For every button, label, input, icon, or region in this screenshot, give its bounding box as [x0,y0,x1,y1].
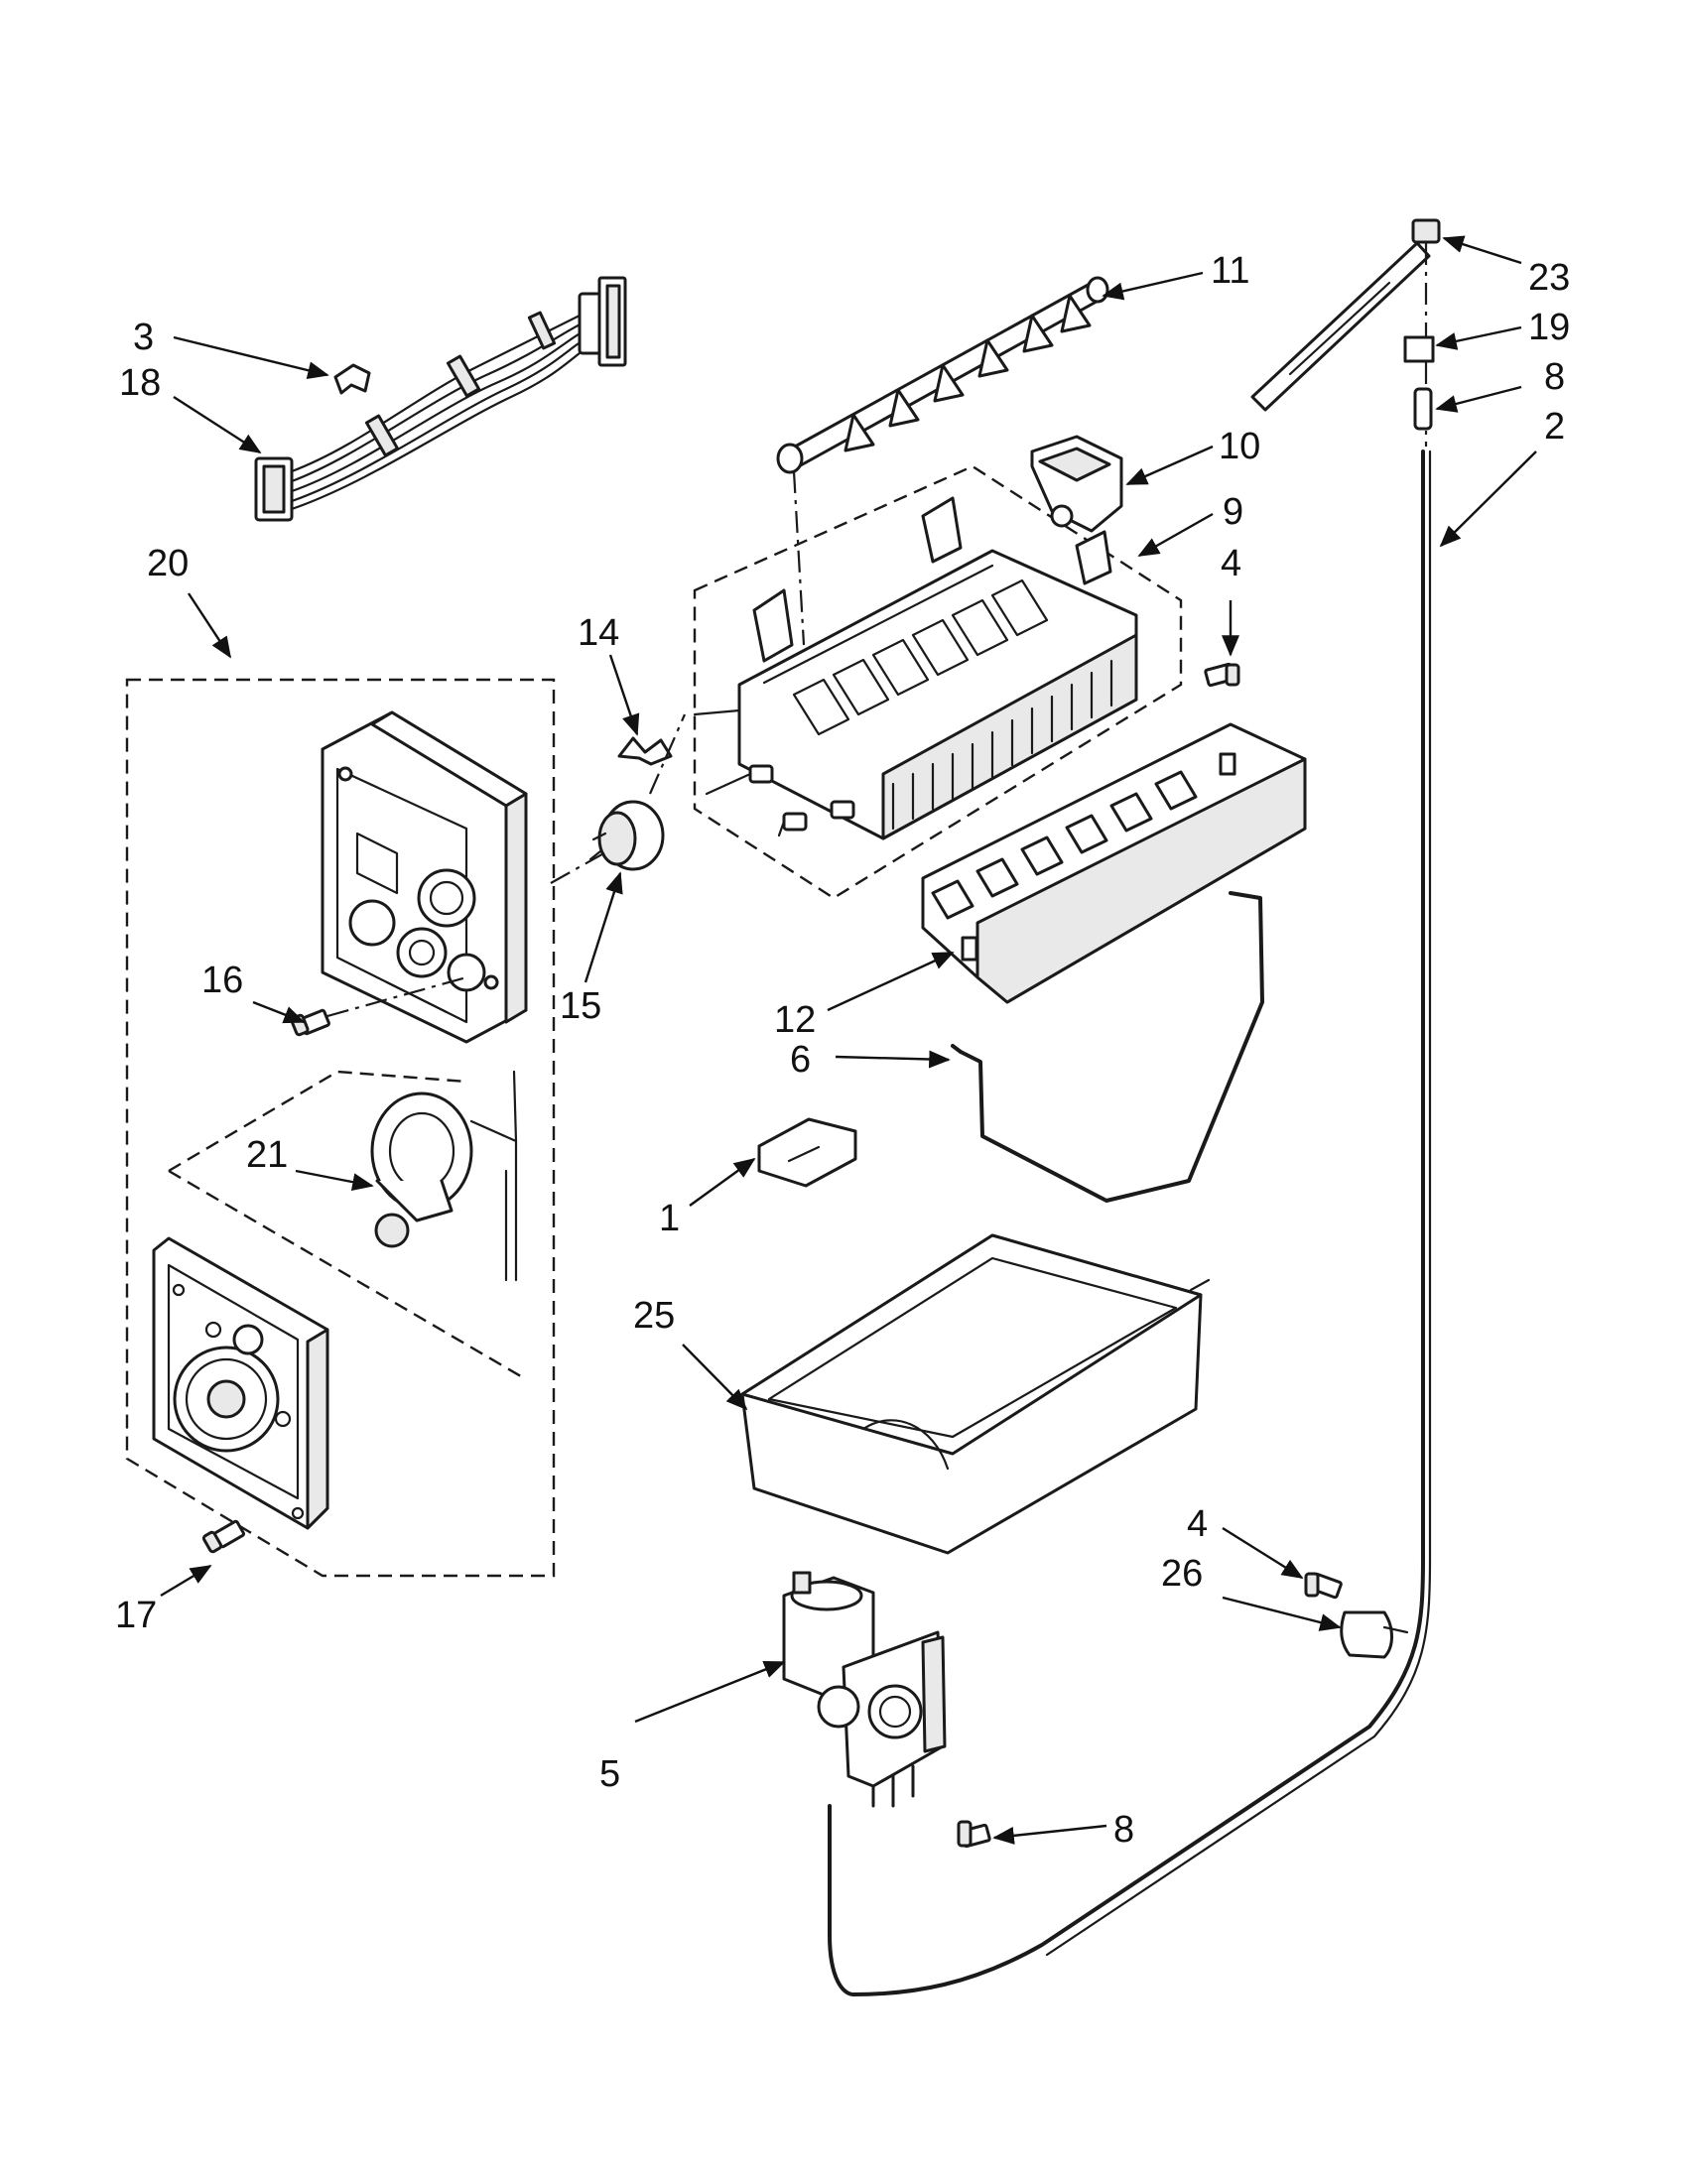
leader-18 [173,395,262,454]
leader-4-bottom [1222,1526,1304,1580]
callout-1: 1 [659,1198,680,1239]
callout-19: 19 [1528,307,1570,348]
cover-12-part [921,722,1307,1004]
callout-23: 23 [1528,257,1570,299]
water-valve-5-part [782,1571,947,1808]
callout-8-bottom: 8 [1113,1809,1134,1851]
leader-9 [1137,512,1214,558]
screw-17-part [201,1519,246,1554]
callout-26: 26 [1161,1553,1203,1595]
leader-23 [1442,235,1522,265]
callout-11: 11 [1211,250,1249,292]
screw-4-bottom-part [1304,1572,1343,1600]
leader-1 [689,1157,756,1207]
callout-9: 9 [1223,491,1243,533]
callout-3: 3 [133,317,154,358]
module-assembly-dashed-boundary [125,678,556,1578]
leader-11 [1102,271,1204,301]
leader-8-top [1435,385,1522,413]
wire-harness-part [254,276,627,522]
callout-4-bottom: 4 [1187,1503,1208,1545]
bracket-1-part [757,1117,857,1188]
motor-21-part [370,1070,518,1282]
screw-8-bottom-part [957,1820,991,1849]
callout-25: 25 [633,1295,675,1337]
control-module-housing-part [321,710,528,1044]
callout-15: 15 [560,985,601,1027]
mold-9-part [693,496,1138,840]
leader-25 [682,1344,748,1411]
fill-tube-23-part [1250,218,1441,412]
leader-14 [608,654,640,736]
screw-16-part [290,1008,330,1037]
fill-cup-10-part [1030,435,1123,533]
leader-17 [160,1564,212,1598]
callout-5: 5 [599,1753,620,1795]
clamp-26-part [1340,1610,1409,1659]
leader-15 [584,871,623,983]
leader-19 [1435,325,1522,350]
screw-16-axis [326,975,467,1018]
leader-12 [827,951,955,1012]
clip-14-part [617,736,673,766]
shutoff-arm-6-part [951,891,1264,1203]
callout-20: 20 [147,543,189,584]
mounting-plate-part [152,1236,329,1530]
callout-10: 10 [1219,426,1260,467]
leader-2 [1439,450,1537,548]
wire-clip-part [333,363,371,395]
leader-8-bottom [992,1824,1107,1845]
leader-3 [173,335,329,380]
callout-12: 12 [774,999,816,1041]
leader-5 [634,1660,786,1724]
motor-guide-dashed-2 [168,1169,527,1381]
callout-6: 6 [790,1039,811,1081]
callout-14: 14 [578,612,619,654]
callout-labels: 3 18 20 14 15 16 21 17 11 10 9 4 12 6 1 … [115,250,1570,1851]
clip-axis [648,713,687,795]
leader-20 [187,592,232,659]
leader-10 [1125,445,1214,486]
callout-17: 17 [115,1595,157,1636]
ice-bin-25-part [740,1233,1211,1555]
grommet-19-part [1403,335,1435,363]
callout-21: 21 [246,1134,288,1176]
mold-dashed-boundary [693,464,1183,900]
callout-2: 2 [1544,406,1565,448]
water-tube-2-part [828,450,1432,1996]
screw-4-top-part [1204,662,1240,688]
leader-16 [252,1000,306,1024]
callout-16: 16 [201,960,243,1001]
thermostat-axis [550,850,608,884]
callout-8-top: 8 [1544,356,1565,398]
ejector-axis [792,470,806,646]
leader-6 [835,1050,951,1069]
fitting-8-top-part [1413,387,1433,431]
thermostat-15-part [588,800,665,871]
callout-4-top: 4 [1221,543,1241,584]
leader-26 [1222,1596,1342,1631]
callout-18: 18 [119,362,161,404]
leader-21 [295,1169,374,1192]
leader-lines [160,235,1537,1845]
